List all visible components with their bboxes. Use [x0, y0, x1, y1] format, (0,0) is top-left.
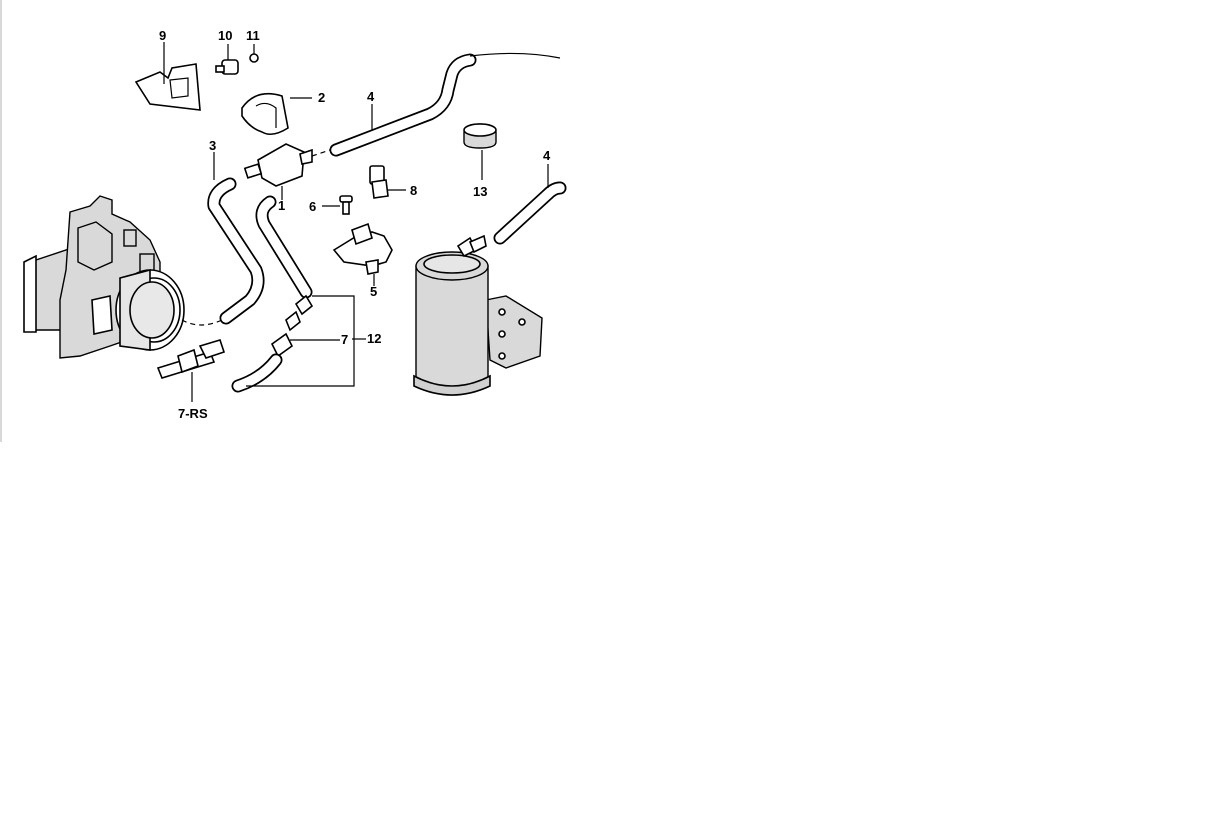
hose-center — [255, 195, 313, 299]
bolt-6 — [322, 195, 353, 215]
callout-13: 13 — [473, 184, 487, 199]
hose-4-right — [493, 164, 567, 245]
hose-4-upper — [329, 52, 561, 157]
callout-6: 6 — [309, 199, 316, 214]
callout-12: 12 — [367, 331, 381, 346]
nut-11 — [249, 44, 259, 63]
callout-4-right: 4 — [543, 148, 551, 163]
throttle-body — [23, 195, 185, 359]
callout-3: 3 — [209, 138, 216, 153]
callout-8: 8 — [410, 183, 417, 198]
callout-11: 11 — [246, 28, 260, 43]
callout-1: 1 — [278, 198, 285, 213]
connection-line-throttle — [181, 319, 223, 326]
bracket-plate-9 — [134, 42, 201, 111]
callout-7-rs: 7-RS — [178, 406, 208, 421]
connector-8 — [369, 165, 406, 199]
fitting-10 — [215, 44, 239, 75]
callout-10: 10 — [218, 28, 232, 43]
connection-line-valve — [311, 149, 331, 157]
fittings-7-12 — [231, 294, 355, 393]
cap-13 — [463, 123, 497, 180]
callout-5: 5 — [370, 284, 377, 299]
bracket-5 — [332, 222, 393, 286]
charcoal-canister — [413, 234, 543, 396]
t-connector-7rs — [156, 339, 226, 402]
callout-7: 7 — [341, 332, 348, 347]
callout-4-upper: 4 — [367, 89, 375, 104]
hose-3 — [207, 152, 265, 325]
callout-9: 9 — [159, 28, 166, 43]
callout-2: 2 — [318, 90, 325, 105]
purge-valve-1 — [243, 143, 313, 200]
rubber-mount-2 — [241, 92, 312, 136]
frame-edge — [0, 0, 2, 442]
